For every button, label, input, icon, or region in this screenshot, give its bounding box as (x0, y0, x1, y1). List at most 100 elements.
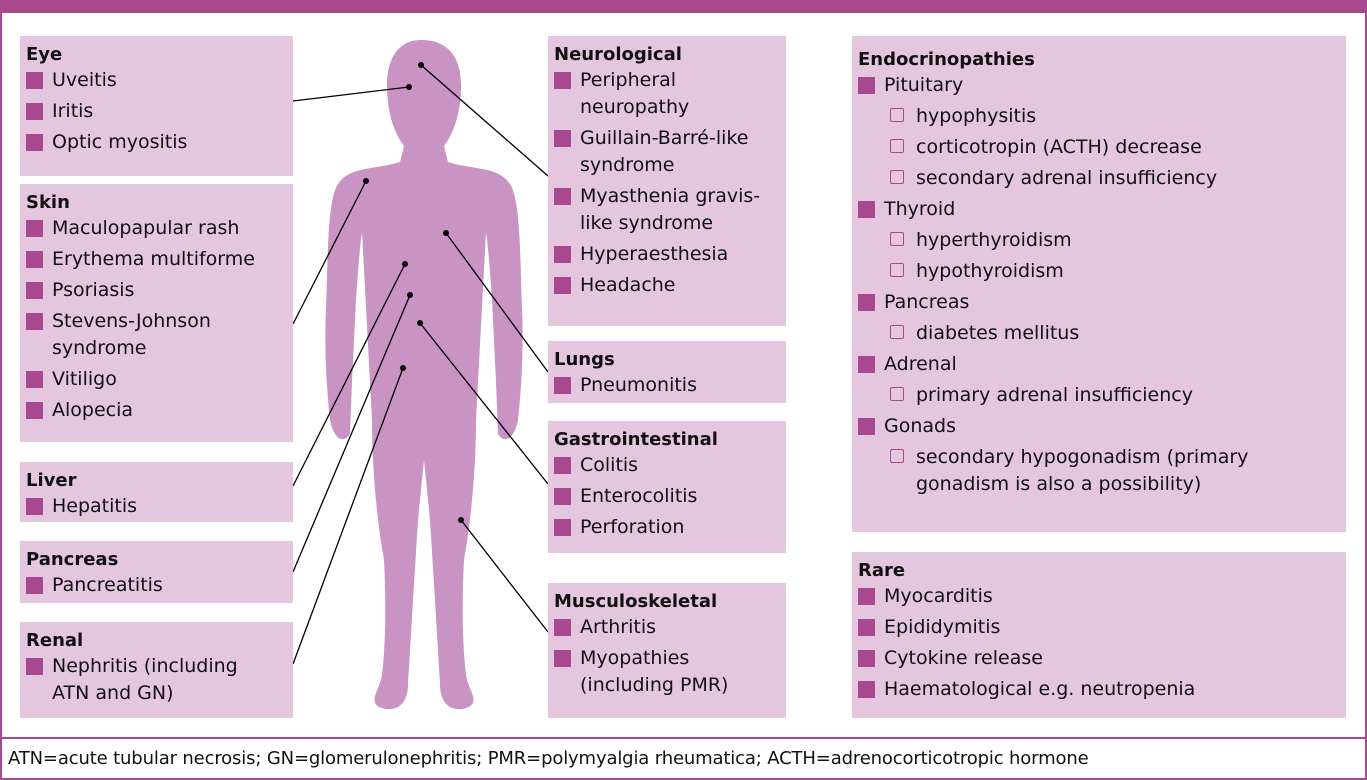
bullet-icon (26, 313, 43, 330)
footnote: ATN=acute tubular necrosis; GN=glomerulo… (0, 737, 1367, 780)
bullet-icon (26, 220, 43, 237)
bullet-icon (26, 371, 43, 388)
list-item: Haematological e.g. neutropenia (858, 676, 1340, 703)
list-item: Arthritis (554, 614, 780, 641)
bullet-icon (554, 246, 571, 263)
list-item: Thyroid (858, 196, 1340, 223)
list-item: Hepatitis (26, 493, 287, 520)
neurological-box: Neurological Peripheral neuropathy Guill… (548, 36, 786, 326)
list-item: Adrenal (858, 351, 1340, 378)
list-subitem: secondary hypogonadism (primary gonadism… (858, 444, 1316, 498)
pancreas-title: Pancreas (26, 548, 287, 572)
bullet-icon (858, 619, 875, 636)
list-item: Headache (554, 272, 780, 299)
list-item: Enterocolitis (554, 483, 780, 510)
checkbox-bullet-icon (890, 449, 904, 463)
renal-title: Renal (26, 629, 287, 653)
checkbox-bullet-icon (890, 263, 904, 277)
list-subitem: corticotropin (ACTH) decrease (858, 134, 1340, 161)
bullet-icon (26, 402, 43, 419)
bullet-icon (554, 377, 571, 394)
checkbox-bullet-icon (890, 139, 904, 153)
list-item: Erythema multiforme (26, 246, 287, 273)
bullet-icon (26, 498, 43, 515)
bullet-icon (26, 658, 43, 675)
bullet-icon (554, 519, 571, 536)
list-item: Hyperaesthesia (554, 241, 780, 268)
checkbox-bullet-icon (890, 170, 904, 184)
checkbox-bullet-icon (890, 325, 904, 339)
eye-title: Eye (26, 43, 287, 67)
neurological-title: Neurological (554, 43, 780, 67)
lungs-title: Lungs (554, 348, 780, 372)
rare-title: Rare (858, 559, 1340, 583)
bullet-icon (26, 251, 43, 268)
list-item: Perforation (554, 514, 780, 541)
endocrinopathies-title: Endocrinopathies (858, 48, 1340, 72)
list-item: Nephritis (including ATN and GN) (26, 653, 252, 707)
list-item: Pituitary (858, 72, 1340, 99)
list-subitem: secondary adrenal insufficiency (858, 165, 1340, 192)
eye-box: Eye Uveitis Iritis Optic myositis (20, 36, 293, 176)
bullet-icon (858, 77, 875, 94)
checkbox-bullet-icon (890, 232, 904, 246)
list-subitem: primary adrenal insufficiency (858, 382, 1340, 409)
list-item: Alopecia (26, 397, 287, 424)
list-item: Myopathies (including PMR) (554, 645, 770, 699)
list-subitem: hyperthyroidism (858, 227, 1340, 254)
bullet-icon (554, 188, 571, 205)
list-item: Iritis (26, 98, 287, 125)
bullet-icon (858, 588, 875, 605)
list-item: Pneumonitis (554, 372, 780, 399)
bullet-icon (26, 72, 43, 89)
bullet-icon (26, 282, 43, 299)
bullet-icon (554, 488, 571, 505)
list-subitem: hypothyroidism (858, 258, 1340, 285)
list-subitem: hypophysitis (858, 103, 1340, 130)
musculoskeletal-title: Musculoskeletal (554, 590, 780, 614)
bullet-icon (26, 134, 43, 151)
list-item: Peripheral neuropathy (554, 67, 750, 121)
bullet-icon (554, 72, 571, 89)
rare-box: Rare Myocarditis Epididymitis Cytokine r… (852, 552, 1346, 718)
gastrointestinal-box: Gastrointestinal Colitis Enterocolitis P… (548, 421, 786, 553)
list-item: Gonads (858, 413, 1340, 440)
skin-box: Skin Maculopapular rash Erythema multifo… (20, 184, 293, 442)
list-item: Myasthenia gravis-like syndrome (554, 183, 785, 237)
bullet-icon (554, 277, 571, 294)
list-item: Colitis (554, 452, 780, 479)
list-item: Vitiligo (26, 366, 287, 393)
list-item: Myocarditis (858, 583, 1340, 610)
liver-box: Liver Hepatitis (20, 462, 293, 522)
bullet-icon (858, 356, 875, 373)
list-item: Optic myositis (26, 129, 287, 156)
list-item: Epididymitis (858, 614, 1340, 641)
musculoskeletal-box: Musculoskeletal Arthritis Myopathies (in… (548, 583, 786, 718)
list-item: Pancreas (858, 289, 1340, 316)
list-item: Cytokine release (858, 645, 1340, 672)
bullet-icon (858, 418, 875, 435)
bullet-icon (26, 103, 43, 120)
checkbox-bullet-icon (890, 387, 904, 401)
list-item: Maculopapular rash (26, 215, 287, 242)
lungs-box: Lungs Pneumonitis (548, 341, 786, 403)
liver-title: Liver (26, 469, 287, 493)
renal-box: Renal Nephritis (including ATN and GN) (20, 622, 293, 718)
bullet-icon (858, 294, 875, 311)
list-item: Guillain-Barré-like syndrome (554, 125, 785, 179)
list-subitem: diabetes mellitus (858, 320, 1340, 347)
bullet-icon (554, 130, 571, 147)
list-item: Pancreatitis (26, 572, 287, 599)
bullet-icon (858, 681, 875, 698)
bullet-icon (554, 457, 571, 474)
human-silhouette (325, 40, 522, 709)
list-item: Stevens-Johnson syndrome (26, 308, 242, 362)
bullet-icon (858, 201, 875, 218)
bullet-icon (554, 650, 571, 667)
bullet-icon (26, 577, 43, 594)
skin-title: Skin (26, 191, 287, 215)
endocrinopathies-box: Endocrinopathies Pituitary hypophysitis … (852, 36, 1346, 532)
pancreas-box: Pancreas Pancreatitis (20, 541, 293, 603)
list-item: Uveitis (26, 67, 287, 94)
bullet-icon (554, 619, 571, 636)
